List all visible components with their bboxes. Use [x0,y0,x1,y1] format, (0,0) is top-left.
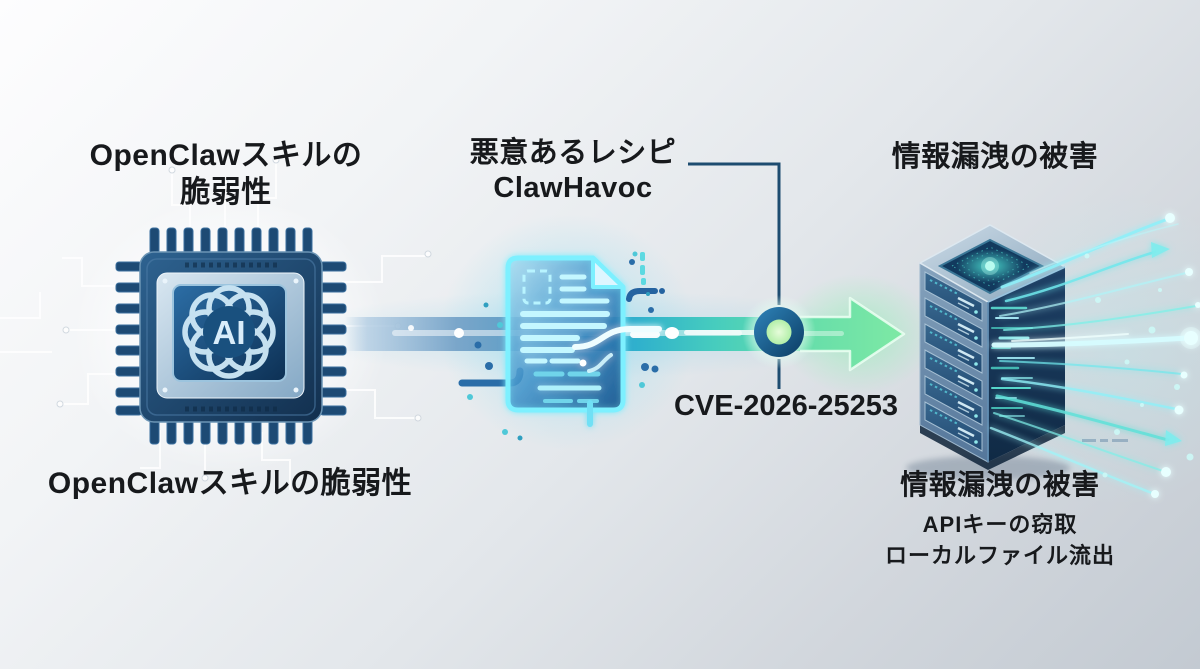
source-title-line1: OpenClawスキルの [89,139,363,172]
cve-id-label: CVE-2026-25253 [656,389,916,424]
impact-caption-details: APIキーの窃取 ローカルファイル流出 [850,510,1150,571]
threat-title-line2: ClawHavoc [493,172,653,205]
threat-node-title: 悪意あるレシピ ClawHavoc [423,136,723,207]
impact-node-caption: 情報漏洩の被害 APIキーの窃取 ローカルファイル流出 [850,468,1150,571]
impact-caption-title: 情報漏洩の被害 [900,469,1100,500]
source-node-caption: OpenClawスキルの脆弱性 [30,466,430,503]
impact-detail-line2: ローカルファイル流出 [884,542,1115,568]
cve-node-marker [742,295,816,369]
source-caption-text: OpenClawスキルの脆弱性 [47,467,413,500]
ai-chip-icon: AI [115,227,347,445]
malicious-recipe-document-icon [458,251,665,441]
impact-detail-line1: APIキーの窃取 [922,512,1078,538]
cve-id-text: CVE-2026-25253 [673,390,899,422]
scatter-dots [467,251,659,441]
impact-node-title: 情報漏洩の被害 [845,140,1145,175]
source-title-line2: 脆弱性 [180,175,272,209]
ai-logo-text: AI [213,314,246,351]
server-data-leak-icon [906,224,1070,480]
data-leak-streams-icon [989,213,1200,498]
server-drawers [924,271,983,452]
threat-title-line1: 悪意あるレシピ [469,137,677,169]
stream-particles [1082,253,1194,478]
impact-title-text: 情報漏洩の被害 [891,141,1099,173]
source-node-title: OpenClawスキルの 脆弱性 [56,138,396,211]
